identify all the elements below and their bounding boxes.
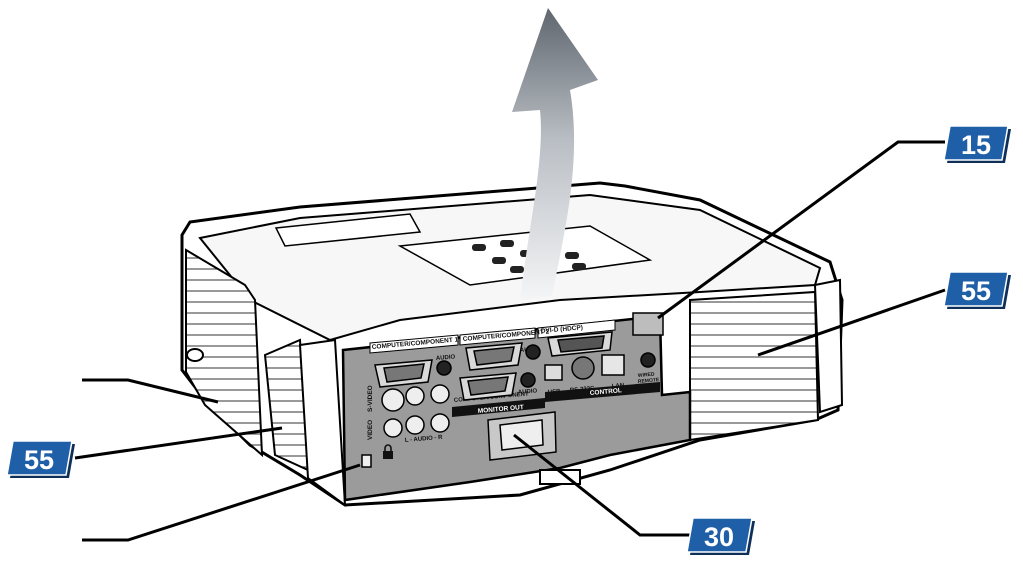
port-label-video: VIDEO bbox=[367, 420, 374, 440]
kensington-lock-icon bbox=[383, 444, 393, 459]
callout-badge-55-right: 55 bbox=[943, 271, 1011, 309]
port-label-rs232c: RS-232C bbox=[570, 386, 596, 394]
callout-text-55-left: 55 bbox=[24, 445, 54, 475]
ac-power-inlet bbox=[487, 411, 557, 461]
leader-line-30 bbox=[513, 433, 690, 537]
leader-line-bottom-left bbox=[82, 463, 361, 542]
port-label-usb: USB bbox=[548, 389, 562, 396]
audio-jack-2 bbox=[525, 344, 541, 360]
leader-line-55-right bbox=[757, 288, 946, 357]
callout-text-30: 30 bbox=[704, 522, 734, 552]
dvi-port bbox=[547, 331, 613, 357]
lan-port bbox=[601, 354, 625, 376]
connectors bbox=[361, 331, 656, 468]
port-label-s-video: S-VIDEO bbox=[367, 385, 374, 412]
s-video-port bbox=[381, 388, 405, 412]
vga-out-port bbox=[459, 372, 517, 401]
leader-line-top-left bbox=[82, 378, 219, 404]
rs232c-port bbox=[571, 356, 595, 380]
kensington-slot bbox=[361, 454, 372, 468]
callout-text-15: 15 bbox=[961, 130, 991, 160]
port-label-audio3: AUDIO bbox=[518, 388, 538, 396]
callout-badge-55-left: 55 bbox=[6, 440, 75, 478]
port-label-control: CONTROL bbox=[590, 387, 623, 397]
audio-rca-r bbox=[430, 413, 450, 433]
port-label-audio1: AUDIO bbox=[436, 354, 456, 362]
callout-badge-30: 30 bbox=[686, 517, 755, 555]
port-label-wired: WIRED bbox=[638, 372, 656, 379]
usb-port bbox=[544, 364, 563, 381]
port-label-monitor-out: MONITOR OUT bbox=[478, 404, 525, 415]
leader-lines bbox=[74, 140, 946, 542]
audio-jack-1 bbox=[436, 360, 452, 376]
port-label-dvi: DVI-D (HDCP) bbox=[541, 324, 584, 335]
audio-rca-l bbox=[405, 415, 425, 435]
leader-line-55-left bbox=[74, 426, 283, 460]
callout-badge-15: 15 bbox=[943, 125, 1011, 163]
port-label-audio-lr: L - AUDIO - R bbox=[405, 435, 444, 444]
port-label-bars bbox=[369, 319, 660, 417]
callout-text-55-right: 55 bbox=[961, 276, 991, 306]
audio-rca-l-top bbox=[405, 386, 425, 406]
vga-port-1 bbox=[374, 359, 433, 388]
audio-jack-3 bbox=[520, 372, 536, 388]
video-rca-port bbox=[383, 418, 403, 438]
port-label-lan: LAN bbox=[612, 383, 625, 390]
vga-port-2 bbox=[465, 342, 523, 371]
port-label-remote: REMOTE bbox=[638, 377, 660, 385]
leader-line-15 bbox=[657, 140, 945, 320]
audio-rca-r-top bbox=[430, 384, 450, 404]
curved-up-arrow-icon bbox=[512, 8, 598, 300]
wired-remote-jack bbox=[640, 352, 656, 368]
